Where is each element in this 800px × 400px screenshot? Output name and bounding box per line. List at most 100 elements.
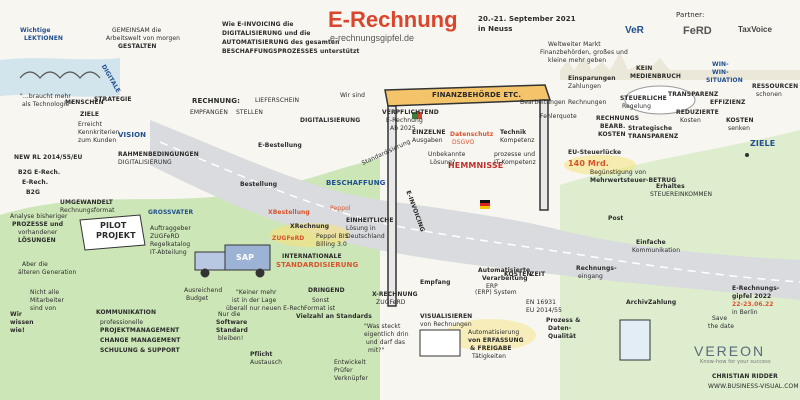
automatisierung-1: Automatisierung <box>468 329 520 336</box>
keiner-1: "Keiner mehr <box>236 289 277 296</box>
rechnungseingang-1: Rechnungs- <box>576 265 617 272</box>
laptop <box>419 329 461 357</box>
strategie-ableiten: STRATEGIE <box>94 96 132 103</box>
nicht-alle-2: Mitarbeiter <box>30 297 65 304</box>
pilot-project-box <box>79 214 146 251</box>
empfang-label: Empfang <box>420 279 451 286</box>
partner-ferd: FeRD <box>683 25 712 37</box>
menschen-label: MENSCHEN <box>65 99 104 106</box>
weltweiter-1: Weltweiter Markt <box>548 41 601 48</box>
budget-1: Ausreichend <box>184 287 223 294</box>
rechnungseingang-2: eingang <box>578 273 603 280</box>
was-steckt-4: mit?" <box>368 347 385 354</box>
int-standard-1: INTERNATIONALE <box>282 253 342 260</box>
austausch-1: Pflicht <box>250 351 273 358</box>
einheitlich-1: EINHEITLICHE <box>346 217 394 224</box>
was-steckt-2: eigentlich drin <box>364 331 409 338</box>
road <box>150 120 800 300</box>
analyse-4: LÖSUNGEN <box>18 237 56 244</box>
verpflichtend-1: VERPFLICHTEND <box>382 109 439 116</box>
save-date-3: 22-23.06.22 <box>732 301 774 308</box>
analyse-1: Analyse bisheriger <box>10 213 68 220</box>
gate-sign-1: X-RECHNUNG <box>372 291 418 298</box>
effizienz: EFFIZIENZ <box>710 99 746 106</box>
einzelne-1: EINZELNE <box>412 129 446 136</box>
einheitlich-3: Deutschland <box>346 233 385 240</box>
event-date: 20.-21. September 2021 <box>478 15 576 23</box>
ziele-left-label: ZIELE <box>80 111 100 118</box>
sap-label: SAP <box>236 253 255 262</box>
gate-title: FINANZBEHÖRDE ETC. <box>432 91 522 99</box>
kpi-2: BEARB. <box>600 123 626 130</box>
analyse-3: vorhandener <box>18 229 58 236</box>
win-1: WIN- <box>712 61 729 68</box>
unbekannte-loesung-2: Lösung? <box>430 159 456 166</box>
artist-name: CHRISTIAN RIDDER <box>712 373 778 380</box>
empfangen-label: EMPFANGEN <box>190 109 228 116</box>
prozess-daten-1: Prozess & <box>546 317 581 324</box>
technik-kompetenz-2: Kompetenz <box>500 137 535 144</box>
erhaltes: Erhaltes <box>656 183 685 190</box>
prozesse-kompetenz-2: IT-Kompetenz <box>494 159 536 166</box>
digitalisierung-sign: DIGITALISIERUNG <box>300 117 361 124</box>
gemeinsam-1: GEMEINSAM die <box>112 27 162 34</box>
dringend-2: Sonst <box>312 297 330 304</box>
projekt-label: PROJEKT <box>96 231 136 240</box>
dringend: DRINGEND <box>308 287 345 294</box>
pilot-label: PILOT <box>100 221 127 230</box>
datenschutz: Datenschutz <box>450 131 494 138</box>
event-url: e-rechnungsgipfel.de <box>330 33 415 43</box>
rahmenbedingungen: RAHMENBEDINGUNGEN <box>118 151 199 158</box>
event-location: in Neuss <box>478 25 513 33</box>
rahmen-digital: DIGITALISIERUNG <box>118 159 172 166</box>
bestellung-label: Bestellung <box>240 181 278 188</box>
beschaffung-label: BESCHAFFUNG <box>326 179 386 187</box>
einheitlich-2: Lösung in <box>346 225 376 232</box>
gate-sign-2: ZUGFeRD <box>376 299 406 306</box>
software-4: bleiben! <box>218 335 244 342</box>
einzelne-2: Ausgaben <box>412 137 443 144</box>
archive-shelf <box>619 319 651 361</box>
kpi-3: KOSTEN <box>598 131 626 138</box>
unbekannte-loesung: Unbekannte <box>428 151 466 158</box>
verarbeitung-2: Verarbeitung <box>482 275 528 282</box>
auftragnehmer-4: IT-Abteilung <box>150 249 187 256</box>
nicht-alle-3: sind von <box>30 305 57 312</box>
erreicht-2: Kennkriterien <box>78 129 120 136</box>
erhaltes-2: STEUEREINKOMMEN <box>650 191 713 198</box>
hemmnisse-label: HEMMNISSE <box>448 161 504 170</box>
wir-wissen-1: Wir <box>10 311 22 318</box>
verarbeitung-3: ERP <box>486 283 498 290</box>
analoge-bestellung: Wir sind <box>340 92 366 99</box>
austausch-2: Austausch <box>250 359 282 366</box>
finance-gate <box>384 84 552 307</box>
einsparungen-zahlung: Zahlungen <box>568 83 602 90</box>
iso-2: EU 2014/55 <box>526 307 563 314</box>
save-the-date-1: Save <box>712 315 728 322</box>
erreicht-1: Erreicht <box>78 121 103 128</box>
ressourcen: RESSOURCEN <box>752 83 799 90</box>
archiv-label: Archiv <box>626 299 648 306</box>
entwickelt-1: Entwickelt <box>334 359 366 366</box>
aeltere-2: älteren Generation <box>18 269 77 276</box>
peppol-road: Peppol <box>330 205 351 212</box>
reduzierte-2: Kosten <box>680 117 701 124</box>
grossvater-label: GROSSVATER <box>148 209 194 216</box>
intro-line-4: BESCHAFFUNGSPROZESSES unterstützt <box>222 48 360 55</box>
lieferschein: LIEFERSCHEIN <box>255 97 300 104</box>
road-dash <box>159 141 800 283</box>
steuerliche: STEUERLICHE <box>620 95 667 102</box>
weltweiter-3: kleine mehr geben <box>548 57 607 64</box>
intro-line-1: Wie E-INVOICING die <box>222 21 294 28</box>
partner-taxvoice: TaxVoice <box>738 25 772 34</box>
peppol-bis-1: Peppol BIS <box>316 233 349 240</box>
dringend-4: Vielzahl an Standards <box>296 313 372 320</box>
weltweiter-2: Finanzbehörden, großes und <box>540 49 628 56</box>
steuerliche-2: Regelung <box>622 103 651 110</box>
vereon-logo: VEREON <box>694 343 766 359</box>
dringend-3: Format ist <box>304 305 336 312</box>
umgewandelt: UMGEWANDELT <box>60 199 113 206</box>
flags <box>412 112 490 209</box>
strategische: Strategische <box>628 125 673 132</box>
